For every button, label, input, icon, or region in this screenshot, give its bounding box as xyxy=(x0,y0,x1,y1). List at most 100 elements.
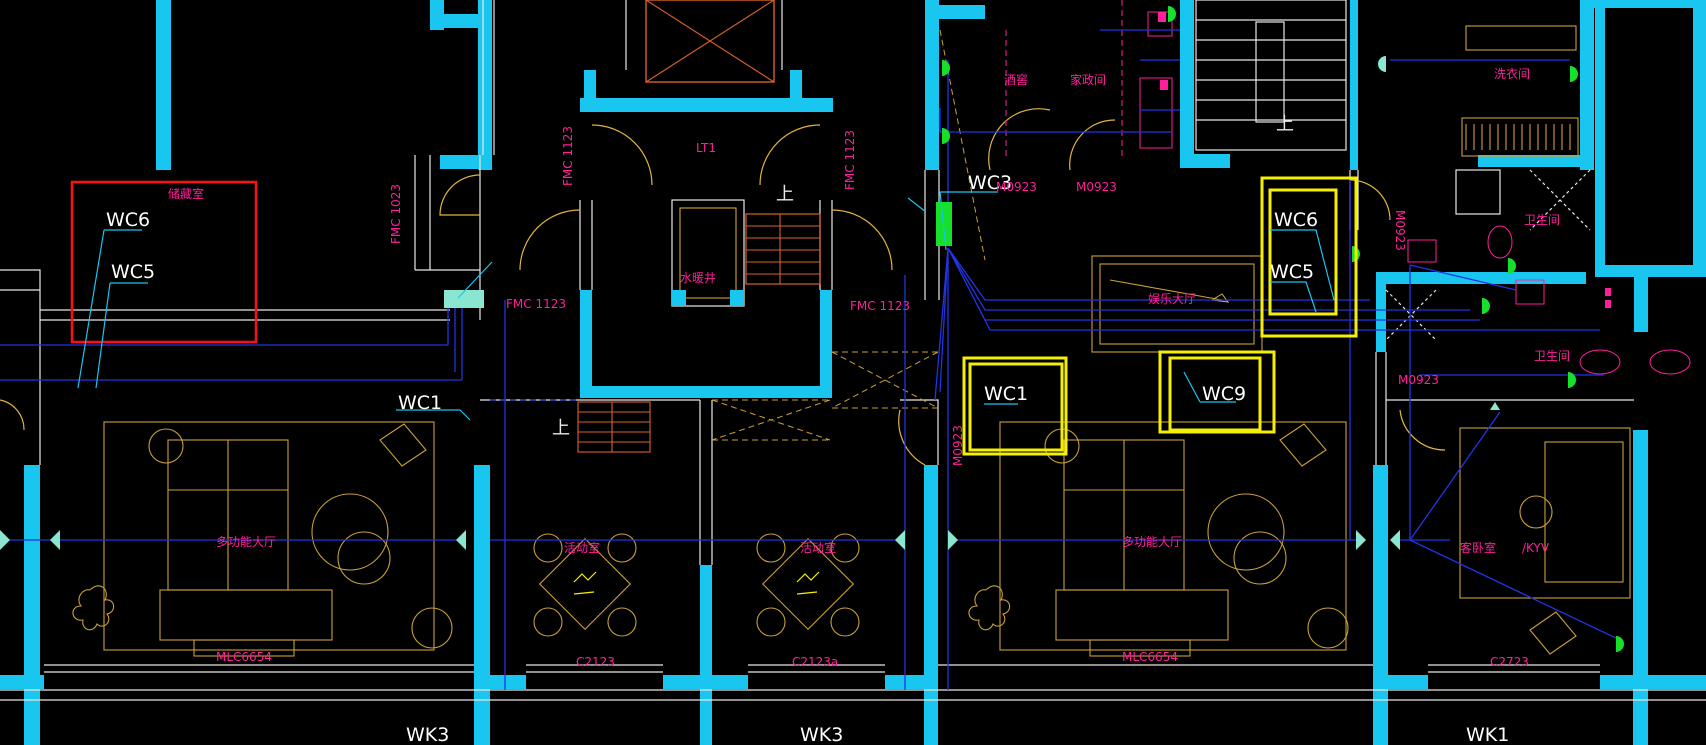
zone-label-wk1: WK1 xyxy=(1466,724,1509,745)
wall-segment xyxy=(430,14,492,28)
armchair xyxy=(379,423,427,467)
zone-labels: WK3 WK3 WK1 xyxy=(406,724,1509,745)
junction-panel xyxy=(444,290,484,308)
rug xyxy=(103,421,435,651)
zone-label-wk3: WK3 xyxy=(406,724,449,745)
circuit-label-wc5: WC5 xyxy=(1270,261,1314,283)
side-table xyxy=(1307,607,1349,649)
highlight-boxes xyxy=(70,176,1358,456)
wall-segment xyxy=(1580,0,1594,170)
wall-segment xyxy=(478,0,492,170)
chair xyxy=(607,533,637,563)
chair xyxy=(533,533,563,563)
room-label: 储藏室 xyxy=(168,186,204,201)
wall-segment xyxy=(584,70,596,112)
elevator-box xyxy=(645,0,775,83)
stair-flight xyxy=(745,213,821,285)
circuit-label-wc3: WC3 xyxy=(968,172,1012,194)
leader-lines xyxy=(77,191,1335,421)
door-tags: FMC 1023 FMC 1123 FMC 1123 FMC 1123 FMC … xyxy=(216,126,1550,669)
door-swings xyxy=(0,108,1446,466)
stair-up-marker: 上 xyxy=(1276,114,1294,135)
wall-segment xyxy=(1376,272,1586,284)
wall-segment xyxy=(1350,0,1358,170)
leader-line xyxy=(77,229,142,389)
circuit-fan xyxy=(947,247,1600,331)
stair-up-marker: 上 xyxy=(552,418,570,439)
wall-segment xyxy=(580,386,832,398)
circuit-label-wc1: WC1 xyxy=(984,383,1028,405)
pool-cue xyxy=(1109,279,1223,301)
table-decor xyxy=(573,571,597,595)
pool-rack xyxy=(1210,293,1230,303)
toilet xyxy=(1487,225,1513,259)
dining-set-left xyxy=(533,533,637,637)
wall-outline xyxy=(414,155,481,320)
door-tag: FMC 1123 xyxy=(561,126,575,186)
stairs-right xyxy=(1195,0,1347,151)
pool-table-felt xyxy=(1099,263,1255,345)
room-label: 活动室 xyxy=(564,540,600,555)
door-swing xyxy=(1069,119,1116,171)
living-room-right-furniture xyxy=(968,421,1349,657)
door-swing xyxy=(439,174,481,216)
room-label: 活动室 xyxy=(800,540,836,555)
leader-line xyxy=(457,261,493,299)
wall-segment xyxy=(156,0,171,170)
bathroom-fixtures xyxy=(1139,11,1691,375)
plant xyxy=(72,585,115,631)
door-swing xyxy=(591,124,653,186)
wall-segment xyxy=(663,675,748,689)
lamp xyxy=(1519,495,1553,529)
billiard-table xyxy=(1091,255,1263,353)
shaft-column xyxy=(730,290,744,306)
door-tag: M0923 xyxy=(1398,373,1439,387)
wall-segment xyxy=(1634,272,1648,332)
window-tag: MLC6654 xyxy=(1122,650,1178,664)
shelf xyxy=(1461,117,1579,157)
door-tag: M0923 xyxy=(1393,210,1407,251)
wall-outline xyxy=(482,0,495,155)
opening-hatch xyxy=(711,399,831,441)
plant xyxy=(968,585,1011,631)
bed xyxy=(1459,427,1631,599)
tv-stand xyxy=(193,639,295,657)
socket-icon xyxy=(1605,300,1611,308)
wall-outline xyxy=(1375,352,1387,465)
dining-table xyxy=(538,537,632,631)
chair xyxy=(830,533,860,563)
leader-line xyxy=(907,197,927,213)
wall-segment xyxy=(790,70,802,112)
coffee-table-small xyxy=(337,531,391,585)
window-tag: MLC6654 xyxy=(216,650,272,664)
room-label: 家政间 xyxy=(1070,72,1106,87)
living-room-left-furniture xyxy=(72,421,453,657)
window-tag: C2123a xyxy=(792,655,838,669)
stair-flight-lower xyxy=(577,401,651,453)
room-label: 水暖井 xyxy=(680,271,716,285)
circuit-wiring xyxy=(0,29,1621,690)
wall-segment xyxy=(1693,0,1706,270)
room-label: LT1 xyxy=(696,141,716,155)
table-decor xyxy=(796,571,820,595)
door-tag: FMC 1123 xyxy=(506,297,566,311)
sofa-cushions xyxy=(168,440,288,590)
room-label: 多功能大厅 xyxy=(216,535,276,549)
yellow-highlight-box xyxy=(962,356,1068,456)
coffee-table xyxy=(311,493,389,571)
door-swing xyxy=(0,399,25,431)
guest-room-furniture xyxy=(1459,25,1631,655)
door-tag: M0923 xyxy=(996,180,1037,194)
stair-treads xyxy=(1196,19,1346,121)
room-label: 卫生间 xyxy=(1534,349,1570,363)
circuit-run xyxy=(939,108,1172,133)
armchair xyxy=(1279,423,1327,467)
wall-outline xyxy=(40,309,450,321)
wall-segment xyxy=(1633,430,1648,745)
sofa-back xyxy=(159,589,333,641)
wall-segment xyxy=(1595,0,1605,270)
wall-outline xyxy=(0,689,1706,701)
washbasin xyxy=(1515,279,1545,305)
toilet xyxy=(1579,349,1621,375)
